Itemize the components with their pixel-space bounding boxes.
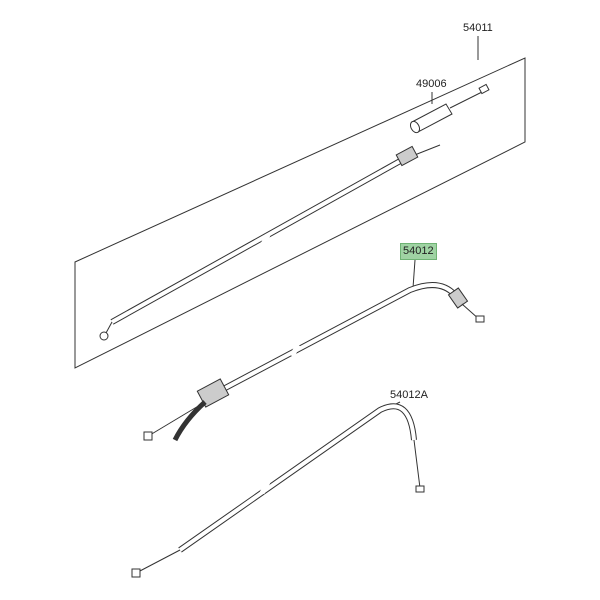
cable-54011 bbox=[99, 144, 441, 341]
part-49006-boot bbox=[409, 83, 490, 134]
cable-54012 bbox=[143, 282, 485, 442]
part-label-49006[interactable]: 49006 bbox=[416, 78, 447, 90]
leader-54012 bbox=[412, 259, 416, 289]
kit-outline bbox=[74, 57, 526, 369]
part-label-54011[interactable]: 54011 bbox=[463, 22, 493, 34]
part-label-54012a[interactable]: 54012A bbox=[390, 389, 428, 401]
part-label-54012[interactable]: 54012 bbox=[400, 243, 437, 260]
cable-54012a bbox=[131, 403, 425, 578]
